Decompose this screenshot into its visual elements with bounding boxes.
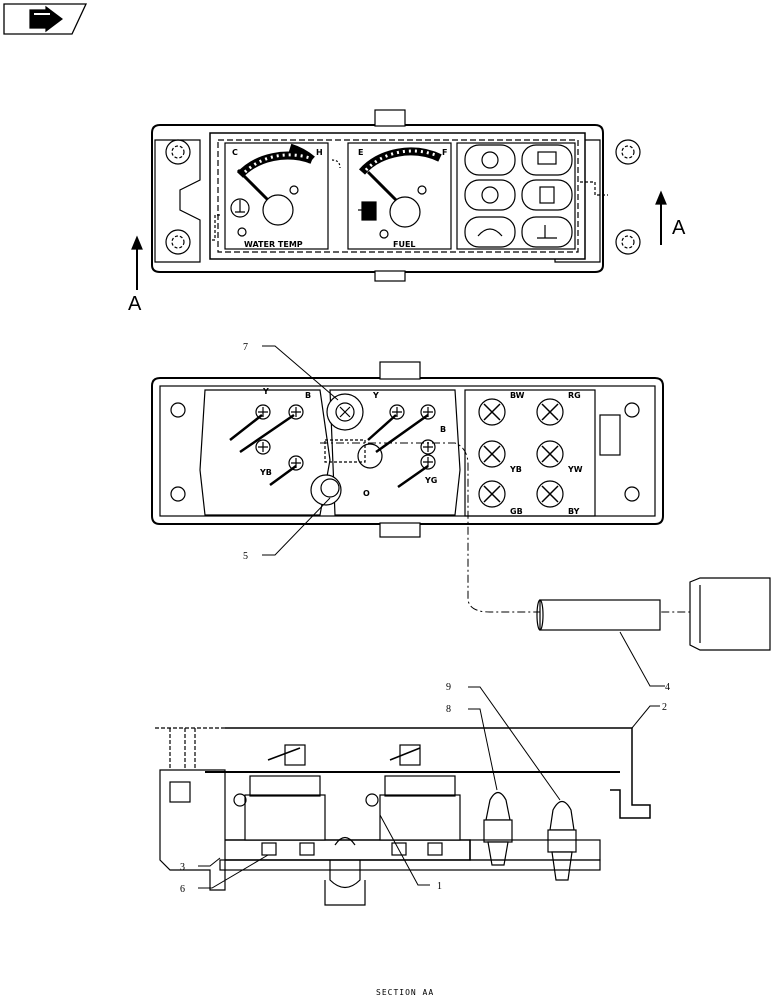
- terminal: [255, 404, 271, 420]
- callout-1: 1: [379, 814, 442, 892]
- svg-text:7: 7: [243, 342, 248, 353]
- lamp-socket: [478, 440, 506, 468]
- nut: [427, 842, 443, 856]
- section-marker-left: A: [128, 235, 143, 315]
- lamp-socket: [536, 440, 564, 468]
- svg-text:9: 9: [446, 682, 451, 693]
- nut: [261, 842, 277, 856]
- terminal: [420, 404, 436, 420]
- svg-text:4: 4: [665, 682, 670, 693]
- fuel-low-mark: E: [358, 148, 363, 157]
- svg-text:6: 6: [180, 884, 185, 895]
- mounting-hole: [615, 139, 641, 165]
- callout-2: 2: [631, 702, 667, 729]
- air-filter-icon: [521, 216, 573, 248]
- wire-code: B: [305, 391, 311, 400]
- wire-code: Y: [372, 391, 379, 400]
- fuel-filter-icon: [521, 179, 573, 211]
- water-temp-gauge: WATER TEMP C H: [224, 142, 341, 250]
- svg-text:3: 3: [180, 862, 185, 873]
- engine-temp-warning-icon: [464, 179, 516, 211]
- bulb-item-9: [547, 800, 577, 881]
- svg-text:2: 2: [662, 702, 667, 713]
- wire-code: YW: [567, 465, 583, 474]
- engine-coolant-icon: [230, 198, 250, 218]
- wire-code: BW: [510, 391, 525, 400]
- svg-text:A: A: [128, 293, 142, 315]
- bulb-item-4: [536, 577, 771, 651]
- mounting-hole: [165, 229, 191, 255]
- terminal: [288, 404, 304, 420]
- callout-6: 6: [180, 854, 269, 895]
- wire-code: YG: [424, 476, 437, 485]
- water-temp-high-mark: H: [316, 148, 323, 157]
- next-page-button[interactable]: [3, 3, 88, 35]
- bulb-item-8: [483, 791, 513, 866]
- callout-8: 8: [446, 704, 498, 791]
- lamp-socket: [478, 398, 506, 426]
- wire-code: RG: [568, 391, 581, 400]
- indicator-lamp-grid: [456, 142, 576, 250]
- section-title: SECTION AA: [376, 988, 434, 997]
- svg-text:A: A: [672, 217, 686, 239]
- wire-code: YB: [259, 468, 272, 477]
- terminal: [389, 404, 405, 420]
- svg-text:1: 1: [437, 881, 442, 892]
- wire-code: O: [363, 489, 370, 498]
- terminal: [255, 439, 271, 455]
- wire-code: BY: [568, 507, 580, 516]
- callout-5: 5: [243, 497, 331, 562]
- fuel-gauge: FUEL E F: [347, 142, 452, 250]
- fuel-pump-icon: [358, 201, 377, 221]
- fuel-caption: FUEL: [393, 240, 416, 249]
- terminal: [288, 455, 304, 471]
- panel-rear-view: Y B Y B YB YG O BW RG YB YW GB BY: [151, 361, 664, 538]
- callout-4: 4: [619, 631, 670, 693]
- terminal: [420, 439, 436, 455]
- nut: [391, 842, 407, 856]
- wire-code: Y: [262, 387, 269, 396]
- mounting-hole: [615, 229, 641, 255]
- water-temp-caption: WATER TEMP: [244, 240, 303, 249]
- lamp-socket: [478, 480, 506, 508]
- terminal: [420, 454, 436, 470]
- water-temp-low-mark: C: [232, 148, 238, 157]
- callout-9: 9: [446, 682, 561, 801]
- fuel-high-mark: F: [442, 148, 447, 157]
- hydraulic-icon: [464, 216, 516, 248]
- lamp-socket: [536, 398, 564, 426]
- next-page-arrow-icon: [29, 5, 63, 33]
- svg-text:5: 5: [243, 551, 248, 562]
- lamp-socket: [536, 480, 564, 508]
- mounting-hole: [165, 139, 191, 165]
- wire-code: YB: [509, 465, 522, 474]
- battery-icon: [521, 144, 573, 176]
- callout-7: 7: [243, 342, 339, 401]
- callout-3: 3: [180, 857, 221, 873]
- nut: [299, 842, 315, 856]
- section-view: [155, 727, 651, 906]
- panel-front-view: WATER TEMP C H FUEL E F: [151, 109, 641, 282]
- section-marker-right: A: [655, 190, 686, 245]
- wire-code: GB: [510, 507, 523, 516]
- svg-text:8: 8: [446, 704, 451, 715]
- wire-code: B: [440, 425, 446, 434]
- oil-pressure-icon: [464, 144, 516, 176]
